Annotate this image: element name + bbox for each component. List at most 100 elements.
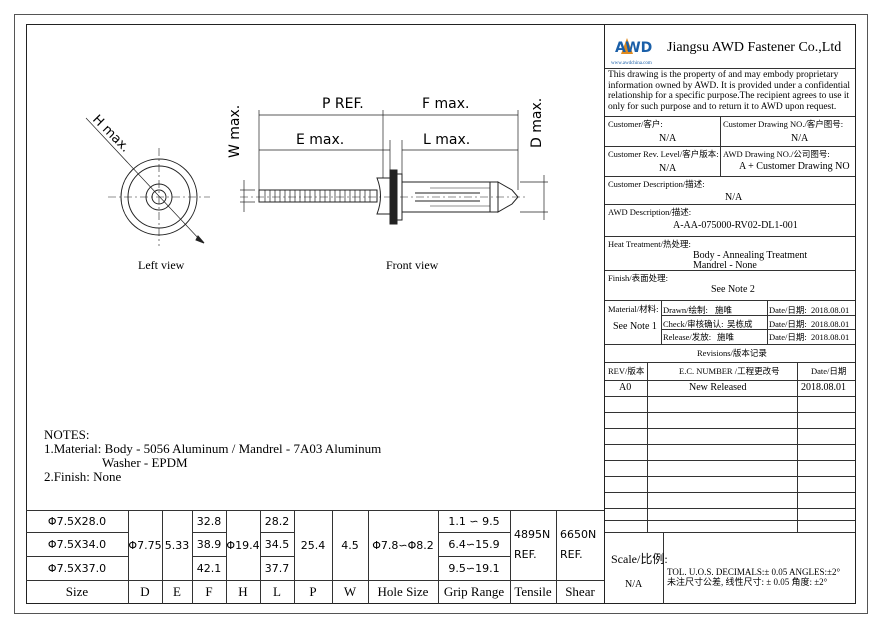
notes-block: NOTES: 1.Material: Body - 5056 Aluminum … [44,428,381,484]
date-check: 2018.08.01 [811,319,850,329]
customer-drawing-value: N/A [791,133,809,144]
drawn-label: Drawn/绘制: [663,305,708,315]
release-value: 施唯 [717,332,735,342]
logo-text: AWD [615,40,652,56]
front-view-graphic [240,169,525,225]
date-drawn: 2018.08.01 [811,305,850,315]
notes-line-3: 2.Finish: None [44,469,122,484]
drawing-border [26,24,856,604]
hole-size-cell: Φ7.8∽Φ8.2 [372,538,434,552]
outer-border [14,14,868,614]
heat-line-1: Body - Annealing Treatment [693,250,808,261]
spec-table: Φ7.5X28.0 Φ7.5X34.0 Φ7.5X37.0 Φ7.75 5.33… [26,510,604,604]
customer-label: Customer/客户: [608,119,663,129]
header-size: Size [65,584,89,599]
scale-label: Scale/比例: [611,552,668,566]
shear-cell: 6650N REF. [560,528,597,561]
size-cell: Φ7.5X28.0 [47,514,107,528]
grip-cell: 9.5∽19.1 [448,561,500,575]
finish-label: Finish/表面处理: [608,273,668,283]
check-label: Check/审核确认: [663,319,724,329]
customer-value: N/A [659,133,677,144]
technical-drawing: H max. [85,96,548,246]
grip-cell: 1.1 ∽ 9.5 [448,514,500,528]
material-label: Material/材料: [608,304,659,314]
f-cell: 38.9 [196,537,222,551]
customer-rev-value: N/A [659,163,677,174]
company-logo: AWD www.awdchina.com [611,34,663,66]
dim-d-label: D max. [529,98,545,148]
heat-label: Heat Treatment/热处理: [608,239,691,249]
dim-h-label: H max. [89,112,132,155]
header-p: P [309,584,317,599]
p-cell: 25.4 [300,538,326,552]
l-cell: 28.2 [264,514,290,528]
customer-rev-label: Customer Rev. Level/客户版本: [608,149,719,159]
tensile-cell: 4895N REF. [514,528,551,561]
d-cell: Φ7.75 [128,538,162,552]
grip-cell: 6.4∽15.9 [448,537,500,551]
awd-drawing-label: AWD Drawing NO./公司图号: [723,149,830,159]
awd-desc-label: AWD Description/描述: [608,207,692,217]
header-shear: Shear [565,584,595,599]
header-h: H [238,584,248,599]
front-view-label: Front view [386,258,439,272]
awd-desc-value: A-AA-075000-RV02-DL1-001 [673,220,798,231]
heat-line-2: Mandrel - None [693,260,757,271]
header-w: W [343,584,357,599]
l-cell: 34.5 [264,537,290,551]
size-cell: Φ7.5X34.0 [47,537,107,551]
date-label: Date/日期: [769,332,807,342]
finish-value: See Note 2 [711,284,755,295]
size-cell: Φ7.5X37.0 [47,561,107,575]
customer-desc-label: Customer Description/描述: [608,179,705,189]
header-l: L [273,584,281,599]
customer-desc-value: N/A [725,192,743,203]
notes-title: NOTES: [44,427,90,442]
date-label: Date/日期: [769,319,807,329]
rev-cell: A0 [619,382,632,393]
w-cell: 4.5 [341,538,359,552]
date-release: 2018.08.01 [811,332,850,342]
scale-value: N/A [625,579,643,590]
date-label: Date/日期: [769,305,807,315]
h-cell: Φ19.4 [226,538,260,552]
customer-drawing-label: Customer Drawing NO./客户图号: [723,119,844,129]
check-value: 吴栋成 [727,319,753,329]
ec-cell: New Released [689,382,747,393]
revisions-label: Revisions/版本记录 [697,348,767,358]
notes-line-2: Washer - EPDM [102,455,188,470]
rev-header: REV/版本 [608,366,645,376]
dim-e-label: E max. [296,132,344,148]
header-tensile: Tensile [514,584,552,599]
notes-line-1: 1.Material: Body - 5056 Aluminum / Mandr… [44,441,382,456]
f-cell: 42.1 [196,561,222,575]
date-header: Date/日期 [811,366,847,376]
company-name: Jiangsu AWD Fastener Co.,Ltd [667,40,842,55]
awd-logo-icon: AWD [615,38,652,56]
date-cell: 2018.08.01 [801,382,846,393]
header-f: F [205,584,213,599]
release-label: Release/发放: [663,332,712,342]
disclaimer: This drawing is the property of and may … [608,70,850,112]
title-block: AWD www.awdchina.com Jiangsu AWD Fastene… [604,24,856,604]
left-view-graphic [85,117,210,246]
e-cell: 5.33 [164,538,190,552]
awd-drawing-value: A + Customer Drawing NO [739,161,850,172]
dim-f-label: F max. [422,96,469,112]
tolerance-en: TOL. U.O.S. DECIMALS:± 0.05 ANGLES:±2° [667,567,841,577]
dim-w-label: W max. [227,105,243,158]
tolerance-cn: 未注尺寸公差, 线性尺寸: ± 0.05 角度: ±2° [667,577,828,587]
l-cell: 37.7 [264,561,290,575]
header-d: D [140,584,150,599]
dim-l-label: L max. [423,132,470,148]
drawn-value: 施唯 [715,305,733,315]
header-grip-range: Grip Range [443,584,505,599]
material-value: See Note 1 [613,321,657,332]
f-cell: 32.8 [196,514,222,528]
ec-header: E.C. NUMBER /工程更改号 [679,366,780,376]
header-e: E [173,584,181,599]
logo-url: www.awdchina.com [611,61,652,66]
header-hole-size: Hole Size [377,584,429,599]
left-view-label: Left view [138,258,185,272]
